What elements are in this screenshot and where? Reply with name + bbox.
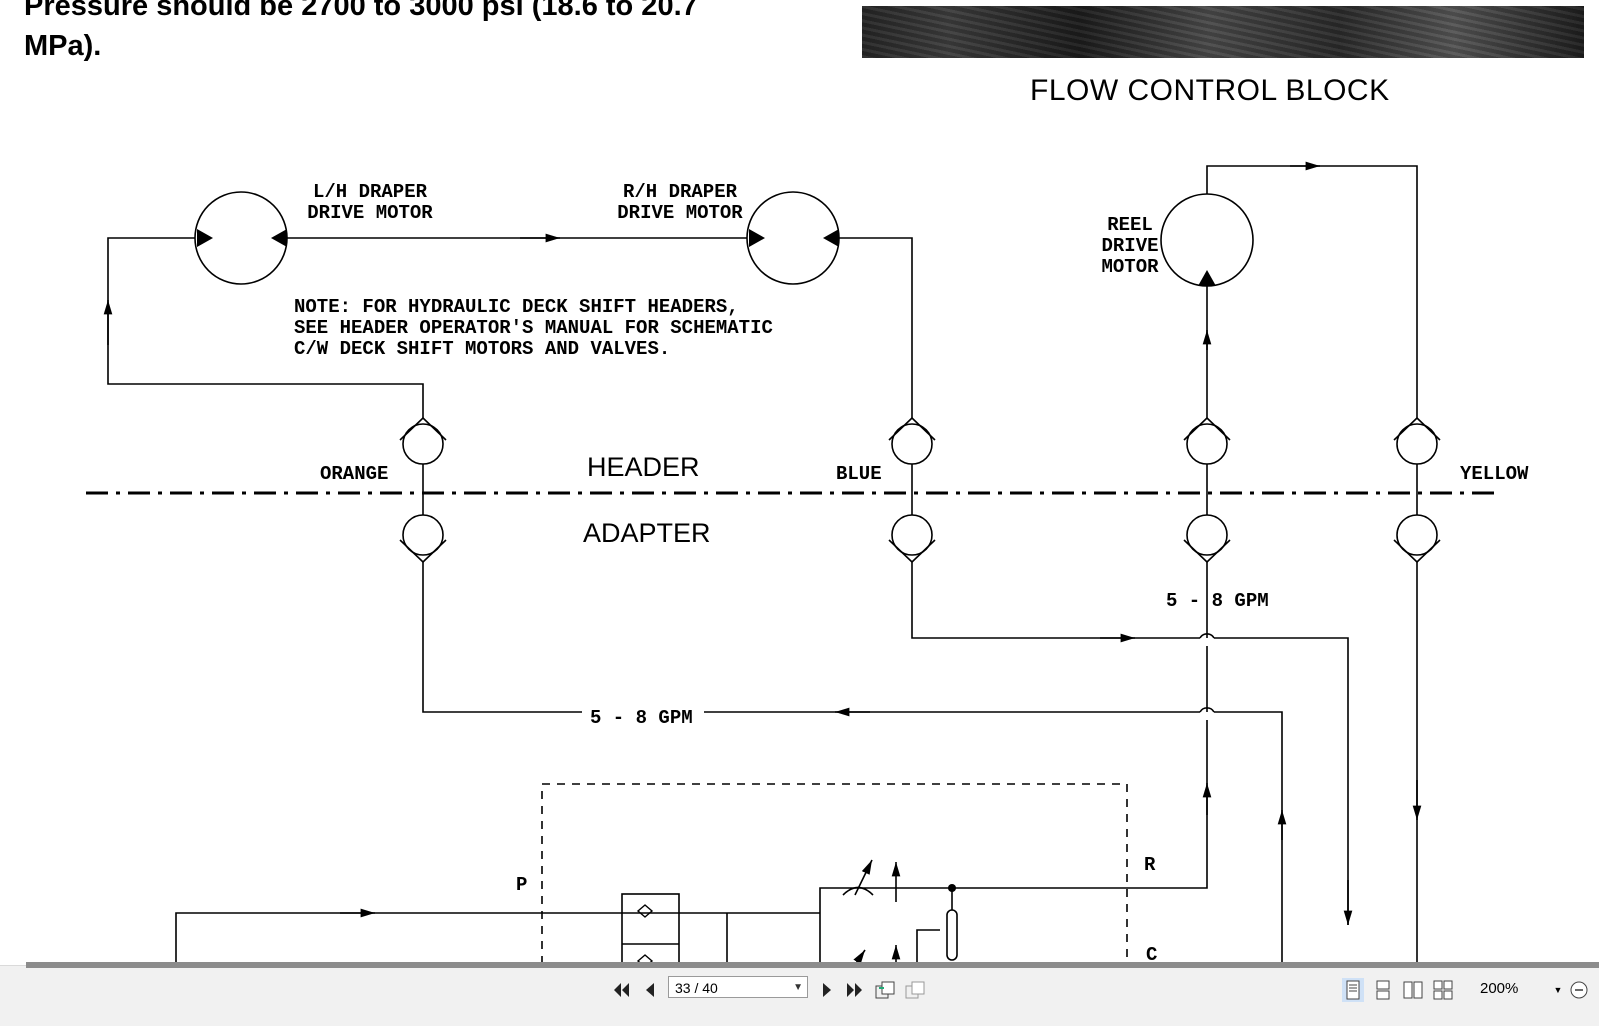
note-line-1: NOTE: FOR HYDRAULIC DECK SHIFT HEADERS, <box>294 296 739 318</box>
first-page-icon[interactable] <box>612 978 632 1002</box>
document-viewport[interactable]: Pressure should be 2700 to 3000 psi (18.… <box>0 0 1599 965</box>
flow-rate-upper: 5 - 8 GPM <box>1166 590 1269 612</box>
reel-motor-label-1: REEL <box>1107 214 1153 236</box>
zoom-out-icon[interactable] <box>1568 978 1590 1002</box>
rh-motor-label-2: DRIVE MOTOR <box>617 202 743 224</box>
prev-page-icon[interactable] <box>642 978 658 1002</box>
intro-line-1: Pressure should be 2700 to 3000 psi (18.… <box>24 0 698 22</box>
label-yellow: YELLOW <box>1460 463 1529 485</box>
label-orange: ORANGE <box>320 463 388 485</box>
photo-caption: FLOW CONTROL BLOCK <box>1030 74 1390 107</box>
label-adapter: ADAPTER <box>583 518 711 548</box>
label-header: HEADER <box>587 452 700 482</box>
lh-motor-label-1: L/H DRAPER <box>313 181 428 203</box>
coupler-blue-header <box>888 416 936 465</box>
back-view-icon[interactable] <box>874 978 896 1002</box>
flow-rate-lower: 5 - 8 GPM <box>590 707 693 729</box>
note-line-2: SEE HEADER OPERATOR'S MANUAL FOR SCHEMAT… <box>294 317 773 339</box>
bottom-toolbar: 33 / 40 ▼ 200% ▼ <box>0 962 1599 1026</box>
next-page-icon[interactable] <box>820 978 834 1002</box>
horizontal-scrollbar[interactable] <box>26 962 1599 968</box>
forward-view-icon[interactable] <box>904 978 926 1002</box>
port-r: R <box>1144 854 1156 876</box>
last-page-icon[interactable] <box>844 978 864 1002</box>
lh-motor-label-2: DRIVE MOTOR <box>307 202 433 224</box>
port-c: C <box>1146 944 1157 965</box>
scrollbar-thumb[interactable] <box>26 962 1599 968</box>
flow-control-block-photo <box>862 6 1584 58</box>
reel-motor-label-3: MOTOR <box>1101 256 1159 278</box>
single-page-icon[interactable] <box>1342 978 1364 1002</box>
zoom-dropdown-icon[interactable]: ▼ <box>1553 985 1563 995</box>
facing-page-icon[interactable] <box>1402 978 1424 1002</box>
page-number-field[interactable]: 33 / 40 ▼ <box>668 976 808 998</box>
continuous-facing-icon[interactable] <box>1432 978 1454 1002</box>
page-dropdown-icon[interactable]: ▼ <box>793 982 803 993</box>
intro-paragraph: Pressure should be 2700 to 3000 psi (18.… <box>24 0 824 66</box>
label-blue: BLUE <box>836 463 882 485</box>
port-p: P <box>516 874 527 896</box>
note-line-3: C/W DECK SHIFT MOTORS AND VALVES. <box>294 338 670 360</box>
rh-motor-label-1: R/H DRAPER <box>623 181 738 203</box>
coupler-orange-header <box>399 416 447 465</box>
reel-motor-label-2: DRIVE <box>1101 235 1158 257</box>
intro-line-2: MPa). <box>24 30 102 62</box>
hydraulic-schematic: L/H DRAPER DRIVE MOTOR R/H DRAPER DRIVE … <box>86 161 1529 965</box>
page-number-value: 33 / 40 <box>675 980 718 996</box>
coupler-reel-header <box>1183 416 1231 465</box>
coupler-yellow-header <box>1393 416 1441 465</box>
zoom-level[interactable]: 200% <box>1480 980 1519 997</box>
continuous-page-icon[interactable] <box>1372 978 1394 1002</box>
